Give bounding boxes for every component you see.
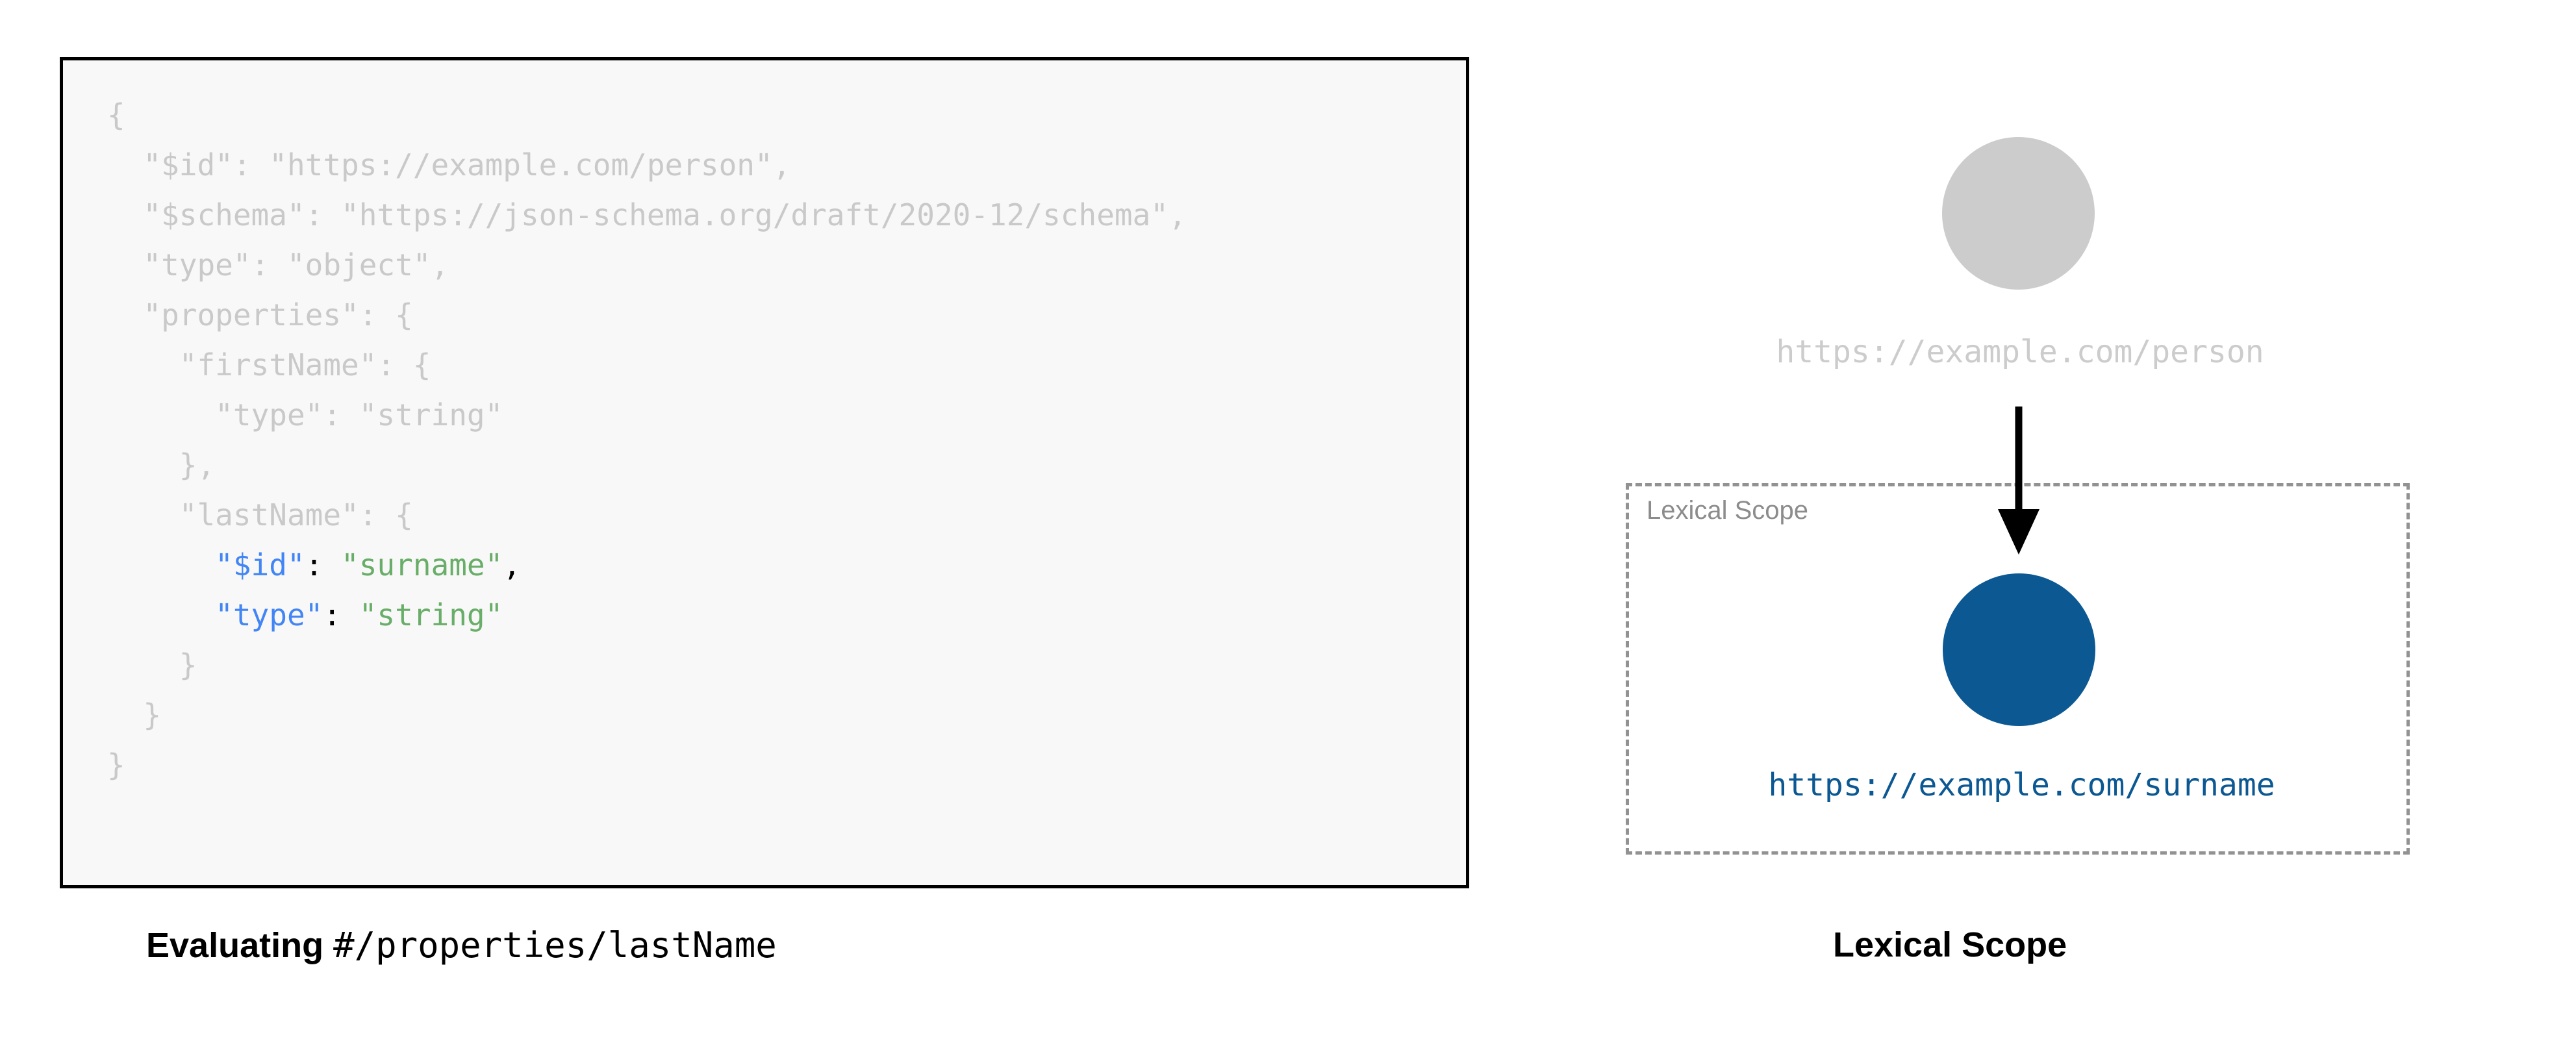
code-line: "type": "string" (107, 590, 1187, 640)
code-line: } (107, 740, 1187, 790)
code-token: "surname" (341, 547, 503, 582)
down-arrow-icon (1998, 407, 2039, 555)
code-token: "type": "string" (107, 397, 503, 432)
code-line: { (107, 90, 1187, 140)
code-token: "firstName": { (107, 347, 431, 382)
caption-left-prefix: Evaluating (146, 926, 324, 965)
code-line: "lastName": { (107, 490, 1187, 540)
lexical-scope-diagram: https://example.com/person Lexical Scope… (1559, 0, 2576, 909)
code-token: } (107, 647, 197, 682)
code-token: "$id" (215, 547, 305, 582)
code-token: "type": "object", (107, 247, 449, 282)
code-token: } (107, 747, 125, 782)
scoped-schema-node-circle (1943, 573, 2095, 726)
code-block-panel: { "$id": "https://example.com/person", "… (60, 57, 1469, 888)
code-token: "string" (359, 597, 503, 632)
caption-right-text: Lexical Scope (1833, 925, 2067, 964)
caption-left: Evaluating #/properties/lastName (146, 925, 777, 966)
code-line: "type": "object", (107, 240, 1187, 290)
code-token: "type" (215, 597, 323, 632)
scoped-schema-node-label: https://example.com/surname (1768, 767, 2275, 803)
code-token: , (503, 547, 521, 582)
caption-left-pointer: #/properties/lastName (333, 925, 777, 966)
code-line: }, (107, 440, 1187, 490)
caption-right: Lexical Scope (1833, 925, 2067, 965)
code-token: }, (107, 447, 216, 482)
lexical-scope-region-label: Lexical Scope (1647, 496, 1809, 525)
json-schema-code: { "$id": "https://example.com/person", "… (107, 90, 1187, 790)
code-token: : (323, 597, 359, 632)
code-token: : (305, 547, 342, 582)
code-token: "properties": { (107, 297, 413, 332)
code-token: "$schema": "https://json-schema.org/draf… (107, 197, 1187, 232)
root-schema-node-circle (1942, 137, 2095, 290)
code-line: "$schema": "https://json-schema.org/draf… (107, 190, 1187, 240)
code-line: "firstName": { (107, 340, 1187, 390)
code-line: } (107, 640, 1187, 690)
code-line: } (107, 690, 1187, 740)
code-line: "$id": "surname", (107, 540, 1187, 590)
code-token (107, 547, 215, 582)
code-token: "lastName": { (107, 497, 413, 532)
code-token: "$id": "https://example.com/person", (107, 147, 791, 182)
code-line: "properties": { (107, 290, 1187, 340)
code-line: "type": "string" (107, 390, 1187, 440)
code-token: { (107, 97, 125, 132)
code-token (107, 597, 215, 632)
code-token: } (107, 697, 162, 732)
code-line: "$id": "https://example.com/person", (107, 140, 1187, 190)
root-schema-node-label: https://example.com/person (1776, 334, 2264, 370)
